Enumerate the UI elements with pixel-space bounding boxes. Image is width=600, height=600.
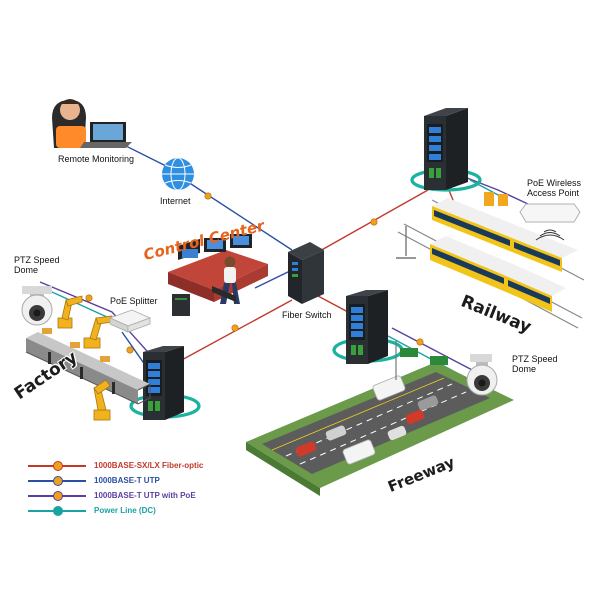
legend-connector-dot xyxy=(53,505,63,516)
legend-item-utp: 1000BASE-T UTP xyxy=(28,473,268,488)
link-control-switch xyxy=(254,269,293,289)
freeway-sign-icon xyxy=(395,340,448,380)
legend-connector-dot xyxy=(53,475,63,486)
railway-switch-icon xyxy=(410,108,482,192)
poe-splitter-icon xyxy=(108,309,152,333)
legend: 1000BASE-SX/LX Fiber-optic 1000BASE-T UT… xyxy=(28,458,268,518)
legend-swatch-fiber xyxy=(28,460,86,471)
legend-label: Power Line (DC) xyxy=(94,506,156,515)
ptz-dome-right-label: PTZ Speed Dome xyxy=(512,354,558,374)
legend-swatch-utp-poe xyxy=(28,490,86,501)
access-point-icon xyxy=(519,203,581,241)
ptz-dome-right-label-line2: Dome xyxy=(512,364,537,374)
legend-swatch-power xyxy=(28,505,86,516)
road-sign-icon xyxy=(484,192,508,206)
poe-ap-label: PoE Wireless Access Point xyxy=(527,178,581,198)
car-icon xyxy=(295,375,439,465)
legend-label: 1000BASE-T UTP xyxy=(94,476,160,485)
globe-icon xyxy=(162,157,194,191)
legend-swatch-utp xyxy=(28,475,86,486)
fiber-switch-icon xyxy=(288,242,324,304)
remote-monitoring-person-icon xyxy=(52,99,132,148)
ptz-dome-left-label-line2: Dome xyxy=(14,265,39,275)
link-railway-ap xyxy=(461,175,529,205)
legend-label: 1000BASE-T UTP with PoE xyxy=(94,491,196,500)
internet-label: Internet xyxy=(160,196,191,206)
link-factory-dome xyxy=(39,281,156,361)
factory-conveyor-icon xyxy=(25,328,151,405)
ptz-dome-left-icon xyxy=(21,286,53,326)
poe-ap-label-line1: PoE Wireless xyxy=(527,178,582,188)
link-switch-freeway xyxy=(317,295,349,313)
factory-switch-icon xyxy=(129,346,201,420)
legend-item-power: Power Line (DC) xyxy=(28,503,268,518)
legend-item-fiber: 1000BASE-SX/LX Fiber-optic xyxy=(28,458,268,473)
legend-label: 1000BASE-SX/LX Fiber-optic xyxy=(94,461,204,470)
train-icon xyxy=(430,198,578,312)
remote-monitoring-label: Remote Monitoring xyxy=(58,154,135,164)
control-center-illustration xyxy=(168,234,268,316)
legend-connector-dot xyxy=(53,460,63,471)
link-internet-switch xyxy=(187,181,293,251)
fiber-switch-label: Fiber Switch xyxy=(282,310,332,320)
robot-arm-icon xyxy=(57,295,113,421)
ptz-dome-right-icon xyxy=(466,354,498,396)
freeway-switch-icon xyxy=(332,290,404,364)
link-freeway-camera xyxy=(391,327,477,373)
legend-connector-dot xyxy=(53,490,63,501)
ptz-dome-left-label-line1: PTZ Speed xyxy=(14,255,60,265)
poe-splitter-label: PoE Splitter xyxy=(110,296,158,306)
legend-item-utp-poe: 1000BASE-T UTP with PoE xyxy=(28,488,268,503)
ptz-dome-left-label: PTZ Speed Dome xyxy=(14,255,60,275)
poe-ap-label-line2: Access Point xyxy=(527,188,580,198)
ptz-dome-right-label-line1: PTZ Speed xyxy=(512,354,558,364)
